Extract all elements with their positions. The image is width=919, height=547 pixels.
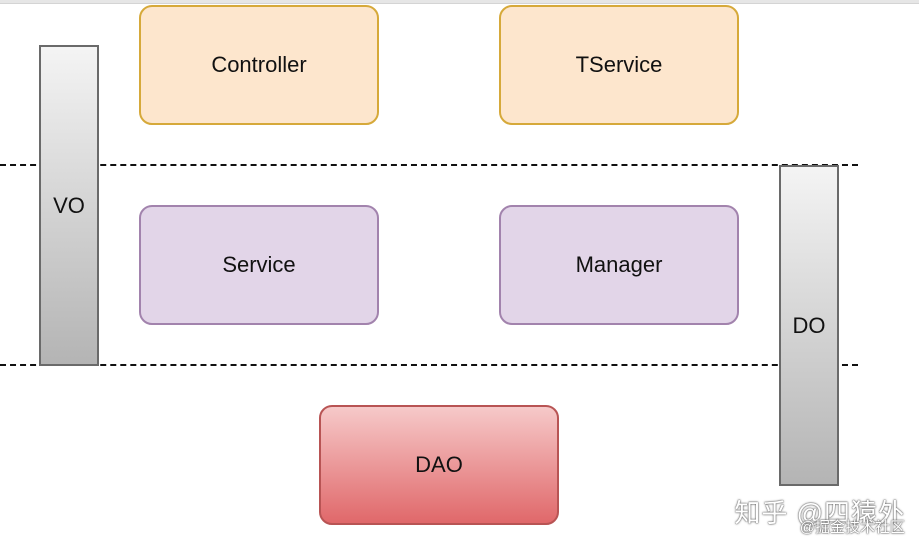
service-label: Service — [222, 252, 296, 277]
top-border — [0, 0, 919, 4]
layer-separator-lower — [0, 364, 858, 366]
dao-box: DAO — [319, 405, 559, 525]
do-label: DO — [792, 312, 826, 338]
controller-box: Controller — [139, 5, 379, 125]
layer-separator-upper — [0, 164, 858, 166]
tservice-label: TService — [575, 52, 663, 77]
tservice-box: TService — [499, 5, 739, 125]
controller-label: Controller — [211, 52, 307, 77]
do-pillar: DO — [779, 165, 839, 486]
watermark: 知乎 @四猿外 @掘金技术社区 — [734, 500, 905, 535]
watermark-main: 知乎 @四猿外 — [734, 498, 905, 528]
service-box: Service — [139, 205, 379, 325]
dao-label: DAO — [415, 452, 463, 477]
watermark-sub: @掘金技术社区 — [799, 519, 905, 536]
vo-pillar: VO — [39, 45, 99, 366]
manager-box: Manager — [499, 205, 739, 325]
manager-label: Manager — [575, 252, 663, 277]
vo-label: VO — [53, 192, 85, 218]
